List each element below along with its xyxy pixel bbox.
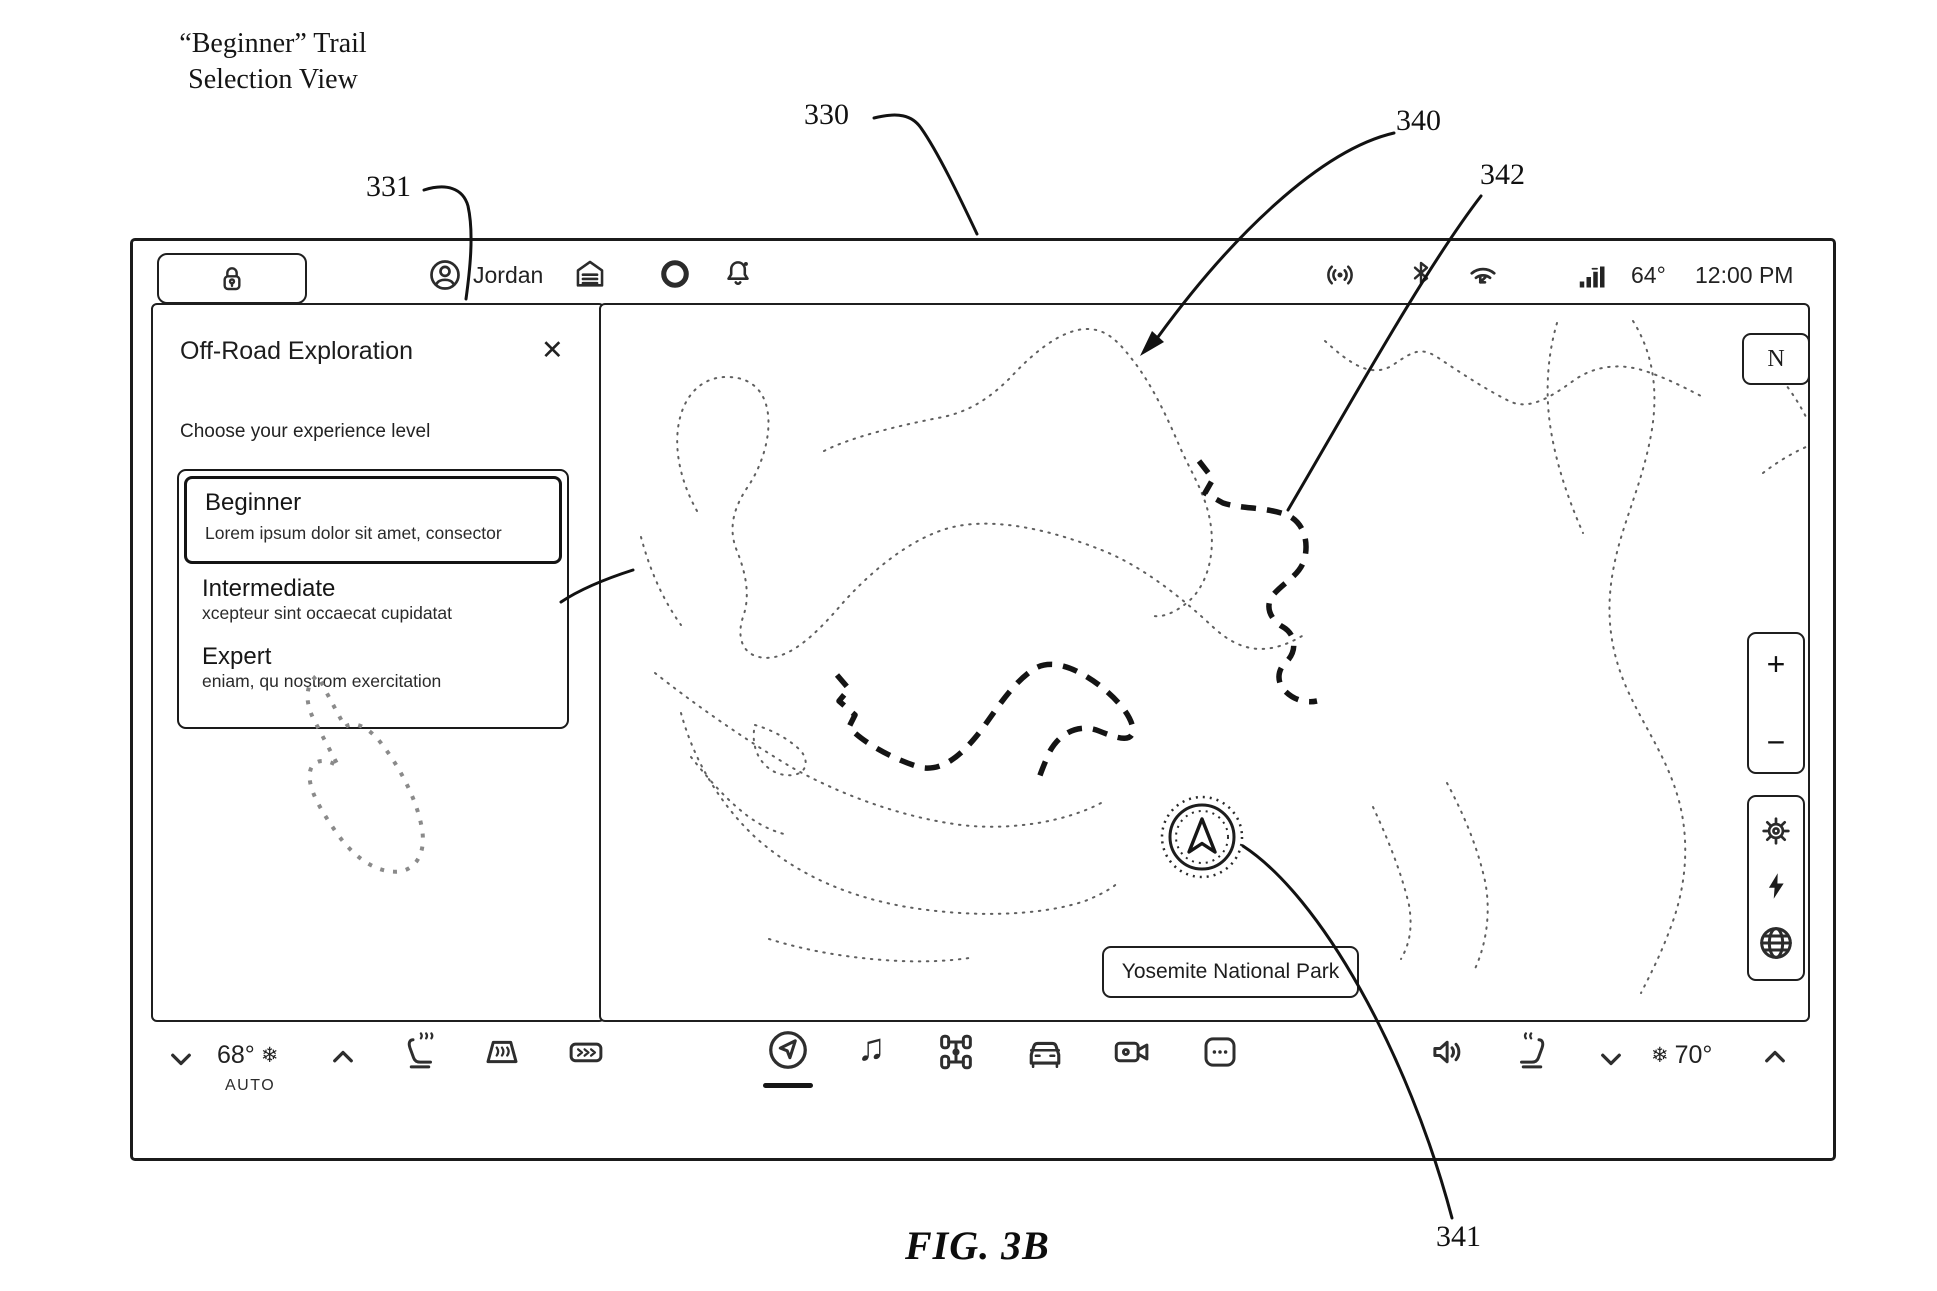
vehicle-app-button[interactable] <box>1023 1031 1067 1075</box>
driver-temperature: 68° ❄ <box>217 1041 278 1070</box>
cell-signal-indicator <box>1573 259 1609 295</box>
hotspot-icon <box>1323 258 1357 292</box>
profile-name: Jordan <box>473 261 544 288</box>
option-label: Intermediate <box>202 575 336 602</box>
more-apps-button[interactable] <box>1199 1031 1241 1073</box>
option-label: Expert <box>202 643 272 670</box>
zoom-out-button[interactable]: − <box>1766 724 1786 760</box>
chevron-down-icon <box>171 1053 191 1066</box>
driver-temp-value: 68° <box>217 1041 255 1069</box>
signal-bars-icon <box>1573 259 1609 295</box>
chevron-up-icon <box>1765 1050 1785 1063</box>
brand-ring-button[interactable] <box>657 256 693 292</box>
heading-arrow-icon <box>1187 817 1217 854</box>
hand-cursor <box>305 674 425 874</box>
passenger-temp-value: 70° <box>1674 1041 1713 1069</box>
more-icon <box>1204 1037 1236 1067</box>
zoom-control: + − <box>1747 632 1805 774</box>
option-intermediate[interactable]: Intermediate xcepteur sint occaecat cupi… <box>202 575 452 624</box>
figure-label: FIG. 3B <box>905 1223 1050 1268</box>
notifications-button[interactable] <box>721 256 755 290</box>
ref-341: 341 <box>1436 1220 1481 1253</box>
bell-icon <box>721 256 755 290</box>
speaker-icon <box>1433 1040 1461 1064</box>
snowflake-icon: ❄ <box>260 1044 279 1067</box>
heated-seat-icon <box>407 1032 434 1069</box>
ref-330: 330 <box>804 98 849 131</box>
option-description: eniam, qu nostrom exercitation <box>202 671 442 691</box>
garage-icon <box>573 257 607 291</box>
media-app-button[interactable]: ♫ <box>857 1027 886 1069</box>
wifi-icon <box>1465 258 1501 294</box>
passenger-temp-down-button[interactable] <box>1593 1041 1629 1077</box>
option-expert[interactable]: Expert eniam, qu nostrom exercitation <box>202 643 441 692</box>
bluetooth-icon <box>1405 257 1437 289</box>
lock-icon <box>216 263 248 295</box>
volume-button[interactable] <box>1427 1031 1469 1073</box>
driver-temp-down-button[interactable] <box>163 1041 199 1077</box>
experience-level-list: Beginner Lorem ipsum dolor sit amet, con… <box>177 469 569 729</box>
wifi-indicator <box>1465 258 1501 294</box>
panel-subtitle: Choose your experience level <box>180 421 431 442</box>
navigation-icon <box>769 1031 807 1069</box>
compass-north-button[interactable]: N <box>1742 333 1808 385</box>
user-avatar-icon <box>427 257 463 293</box>
trail-paths <box>834 459 1318 786</box>
garage-home-button[interactable] <box>573 257 607 291</box>
car-icon <box>1029 1041 1061 1069</box>
option-beginner[interactable]: Beginner Lorem ipsum dolor sit amet, con… <box>184 476 562 564</box>
map-view[interactable]: N + − <box>599 303 1810 1022</box>
camera-app-button[interactable] <box>1111 1031 1153 1073</box>
ring-icon <box>657 256 693 292</box>
ref-331: 331 <box>366 170 411 203</box>
topographic-map-art <box>640 320 1807 994</box>
vent-icon <box>569 1042 603 1063</box>
chevron-down-icon <box>1601 1053 1621 1066</box>
figure-caption: “Beginner” Trail Selection View <box>128 26 418 98</box>
camera-icon <box>1114 1041 1149 1063</box>
caption-line-1: “Beginner” Trail <box>179 28 367 59</box>
drivetrain-app-button[interactable] <box>935 1031 977 1073</box>
option-description: Lorem ipsum dolor sit amet, consector <box>205 523 502 543</box>
air-vent-button[interactable] <box>565 1031 607 1073</box>
vehicle-lock-button[interactable] <box>157 253 307 304</box>
defrost-front-icon <box>486 1040 518 1064</box>
passenger-seat-heat-button[interactable] <box>1511 1031 1553 1073</box>
snowflake-icon: ❄ <box>1651 1044 1669 1067</box>
bluetooth-indicator <box>1405 257 1437 289</box>
passenger-temp-up-button[interactable] <box>1757 1039 1793 1075</box>
ref-340: 340 <box>1396 104 1441 137</box>
windshield-defrost-button[interactable] <box>481 1031 523 1073</box>
profile-chip[interactable]: Jordan <box>427 257 543 293</box>
charging-bolt-icon[interactable] <box>1759 869 1793 903</box>
navigation-app-button[interactable] <box>765 1027 811 1073</box>
map-tools <box>1747 795 1805 981</box>
clock: 12:00 PM <box>1695 262 1794 288</box>
globe-icon[interactable] <box>1756 923 1796 963</box>
caption-line-2: Selection View <box>188 63 358 95</box>
map-place-label: Yosemite National Park <box>1102 946 1359 998</box>
drivetrain-icon <box>940 1034 972 1070</box>
driver-temp-up-button[interactable] <box>325 1039 361 1075</box>
active-app-indicator <box>763 1083 813 1088</box>
off-road-panel: Off-Road Exploration ✕ Choose your exper… <box>151 303 605 1022</box>
hvac-auto-label: AUTO <box>225 1077 276 1094</box>
hotspot-indicator <box>1323 258 1357 292</box>
heated-seat-icon <box>1520 1032 1545 1069</box>
vehicle-location-puck[interactable] <box>1160 795 1244 879</box>
chevron-up-icon <box>333 1050 353 1063</box>
place-name: Yosemite National Park <box>1121 960 1340 983</box>
compass-label: N <box>1767 345 1785 372</box>
zoom-in-button[interactable]: + <box>1766 646 1786 682</box>
panel-title: Off-Road Exploration <box>180 337 413 365</box>
passenger-temperature: ❄ 70° <box>1651 1041 1712 1070</box>
option-label: Beginner <box>205 489 302 516</box>
close-icon[interactable]: ✕ <box>541 335 564 365</box>
driver-seat-heat-button[interactable] <box>399 1031 441 1073</box>
gear-icon[interactable] <box>1758 813 1794 849</box>
outside-temperature: 64° <box>1631 262 1666 288</box>
ref-342: 342 <box>1480 158 1525 191</box>
option-description: xcepteur sint occaecat cupidatat <box>202 603 453 623</box>
